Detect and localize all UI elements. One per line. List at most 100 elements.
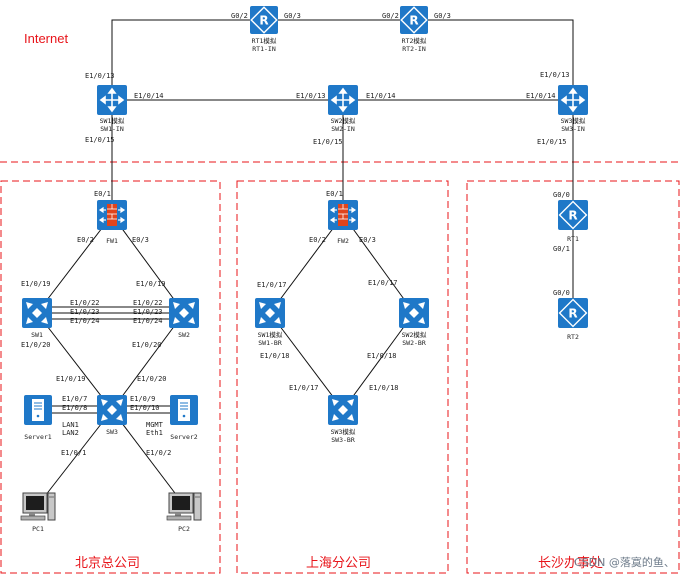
port-label: E1/0/17 — [368, 279, 398, 287]
svg-text:R: R — [568, 307, 577, 321]
device-name: SW3模拟 — [331, 427, 356, 436]
switch-icon — [97, 85, 127, 115]
server-icon — [170, 395, 198, 425]
device-server2[interactable]: Server2 — [170, 395, 198, 441]
device-rt1-sim[interactable]: R RT1模拟 RT1-IN — [250, 6, 278, 53]
port-label: E0/2 — [77, 236, 94, 244]
device-cs-rt2[interactable]: R RT2 — [558, 298, 588, 341]
port-label: E1/0/18 — [260, 352, 290, 360]
device-subname: SW3-BR — [331, 436, 355, 444]
svg-text:R: R — [259, 14, 268, 28]
device-name: SW1 — [31, 331, 43, 339]
device-name: FW1 — [106, 237, 118, 245]
core-switch-icon — [97, 395, 127, 425]
port-label: E1/0/19 — [136, 280, 166, 288]
port-label: E1/0/13 — [540, 71, 570, 79]
port-label: E1/0/1 — [61, 449, 86, 457]
device-sh-sw3[interactable]: SW3模拟 SW3-BR — [328, 395, 358, 444]
device-name: SW2 — [178, 331, 190, 339]
device-name: RT1模拟 — [252, 36, 277, 45]
core-switch-icon — [399, 298, 429, 328]
port-label: E1/0/20 — [21, 341, 51, 349]
device-fw2[interactable]: FW2 — [328, 200, 358, 245]
device-cs-rt1[interactable]: R RT1 — [558, 200, 588, 243]
link-sw3-pc2 — [111, 409, 185, 506]
port-label: E1/0/22 — [70, 299, 100, 307]
device-rt2-sim[interactable]: R RT2模拟 RT2-IN — [400, 6, 428, 53]
port-label: G0/2 — [382, 12, 399, 20]
link-sw3-pc1 — [37, 409, 113, 506]
device-bj-sw1[interactable]: SW1 — [22, 298, 52, 339]
port-label: E0/3 — [132, 236, 149, 244]
port-label: G0/3 — [284, 12, 301, 20]
device-subname: SW3-IN — [561, 125, 585, 133]
port-label: E1/0/7 — [62, 395, 87, 403]
port-label: E1/0/17 — [257, 281, 287, 289]
svg-text:R: R — [409, 14, 418, 28]
port-label: G0/0 — [553, 191, 570, 199]
port-label: G0/2 — [231, 12, 248, 20]
port-label: E1/0/20 — [137, 375, 167, 383]
link-fw2-shsw1 — [269, 214, 344, 314]
link-sw1-sw3 — [36, 312, 113, 411]
device-name: SW2模拟 — [402, 330, 427, 339]
port-label: E1/0/9 — [130, 395, 155, 403]
port-label: E1/0/14 — [366, 92, 396, 100]
port-label: G0/3 — [434, 12, 451, 20]
link-fw2-shsw2 — [342, 214, 415, 314]
port-label: E1/0/2 — [146, 449, 171, 457]
port-label: G0/1 — [553, 245, 570, 253]
device-name: Server2 — [170, 433, 197, 441]
device-subname: SW1-IN — [100, 125, 124, 133]
device-sh-sw1[interactable]: SW1模拟 SW1-BR — [255, 298, 285, 347]
device-pc1[interactable]: PC1 — [20, 492, 56, 533]
router-icon: R — [558, 200, 588, 230]
device-name: SW1模拟 — [258, 330, 283, 339]
device-subname: SW2-BR — [402, 339, 426, 347]
device-sh-sw2[interactable]: SW2模拟 SW2-BR — [399, 298, 429, 347]
port-label: E1/0/15 — [85, 136, 115, 144]
links — [36, 19, 574, 506]
port-label: E1/0/20 — [132, 341, 162, 349]
port-label: E1/0/18 — [367, 352, 397, 360]
firewall-icon — [328, 200, 358, 230]
port-label: E1/0/15 — [537, 138, 567, 146]
port-label: E0/1 — [94, 190, 111, 198]
port-label: E1/0/23 — [133, 308, 163, 316]
link-shsw1-shsw3 — [269, 312, 344, 411]
device-name: RT2 — [567, 333, 579, 341]
shanghai-region-label: 上海分公司 — [306, 556, 371, 571]
pc-icon — [20, 492, 56, 521]
router-icon: R — [400, 6, 428, 34]
port-label: E1/0/22 — [133, 299, 163, 307]
device-sw3-sim[interactable]: SW3模拟 SW3-IN — [558, 85, 588, 133]
port-labels: G0/2 G0/3 G0/2 G0/3 E1/0/13 E1/0/14 E1/0… — [21, 12, 570, 457]
server-icon — [24, 395, 52, 425]
internet-label: Internet — [24, 31, 68, 46]
port-label: LAN1 — [62, 421, 79, 429]
beijing-zone-border — [0, 180, 221, 574]
switch-icon — [328, 85, 358, 115]
port-label: E1/0/14 — [526, 92, 556, 100]
device-name: SW2模拟 — [331, 116, 356, 125]
device-sw1-sim[interactable]: SW1模拟 SW1-IN — [97, 85, 127, 133]
changsha-region-label: 长沙办事处 — [538, 556, 603, 571]
device-bj-sw2[interactable]: SW2 — [169, 298, 199, 339]
port-label: LAN2 — [62, 429, 79, 437]
port-label: E1/0/17 — [289, 384, 319, 392]
pc-icon — [166, 492, 202, 521]
port-label: E1/0/13 — [85, 72, 115, 80]
device-name: SW3模拟 — [561, 116, 586, 125]
device-sw2-sim[interactable]: SW2模拟 SW2-IN — [328, 85, 358, 133]
port-label: E1/0/13 — [296, 92, 326, 100]
link-sw1in-rt1 — [111, 19, 264, 100]
device-subname: RT1-IN — [252, 45, 276, 53]
device-pc2[interactable]: PC2 — [166, 492, 202, 533]
port-label: E0/3 — [359, 236, 376, 244]
port-label: MGMT — [146, 421, 164, 429]
device-server1[interactable]: Server1 — [24, 395, 52, 441]
device-fw1[interactable]: FW1 — [97, 200, 127, 245]
device-bj-sw3[interactable]: SW3 — [97, 395, 127, 436]
beijing-region-label: 北京总公司 — [75, 556, 140, 571]
